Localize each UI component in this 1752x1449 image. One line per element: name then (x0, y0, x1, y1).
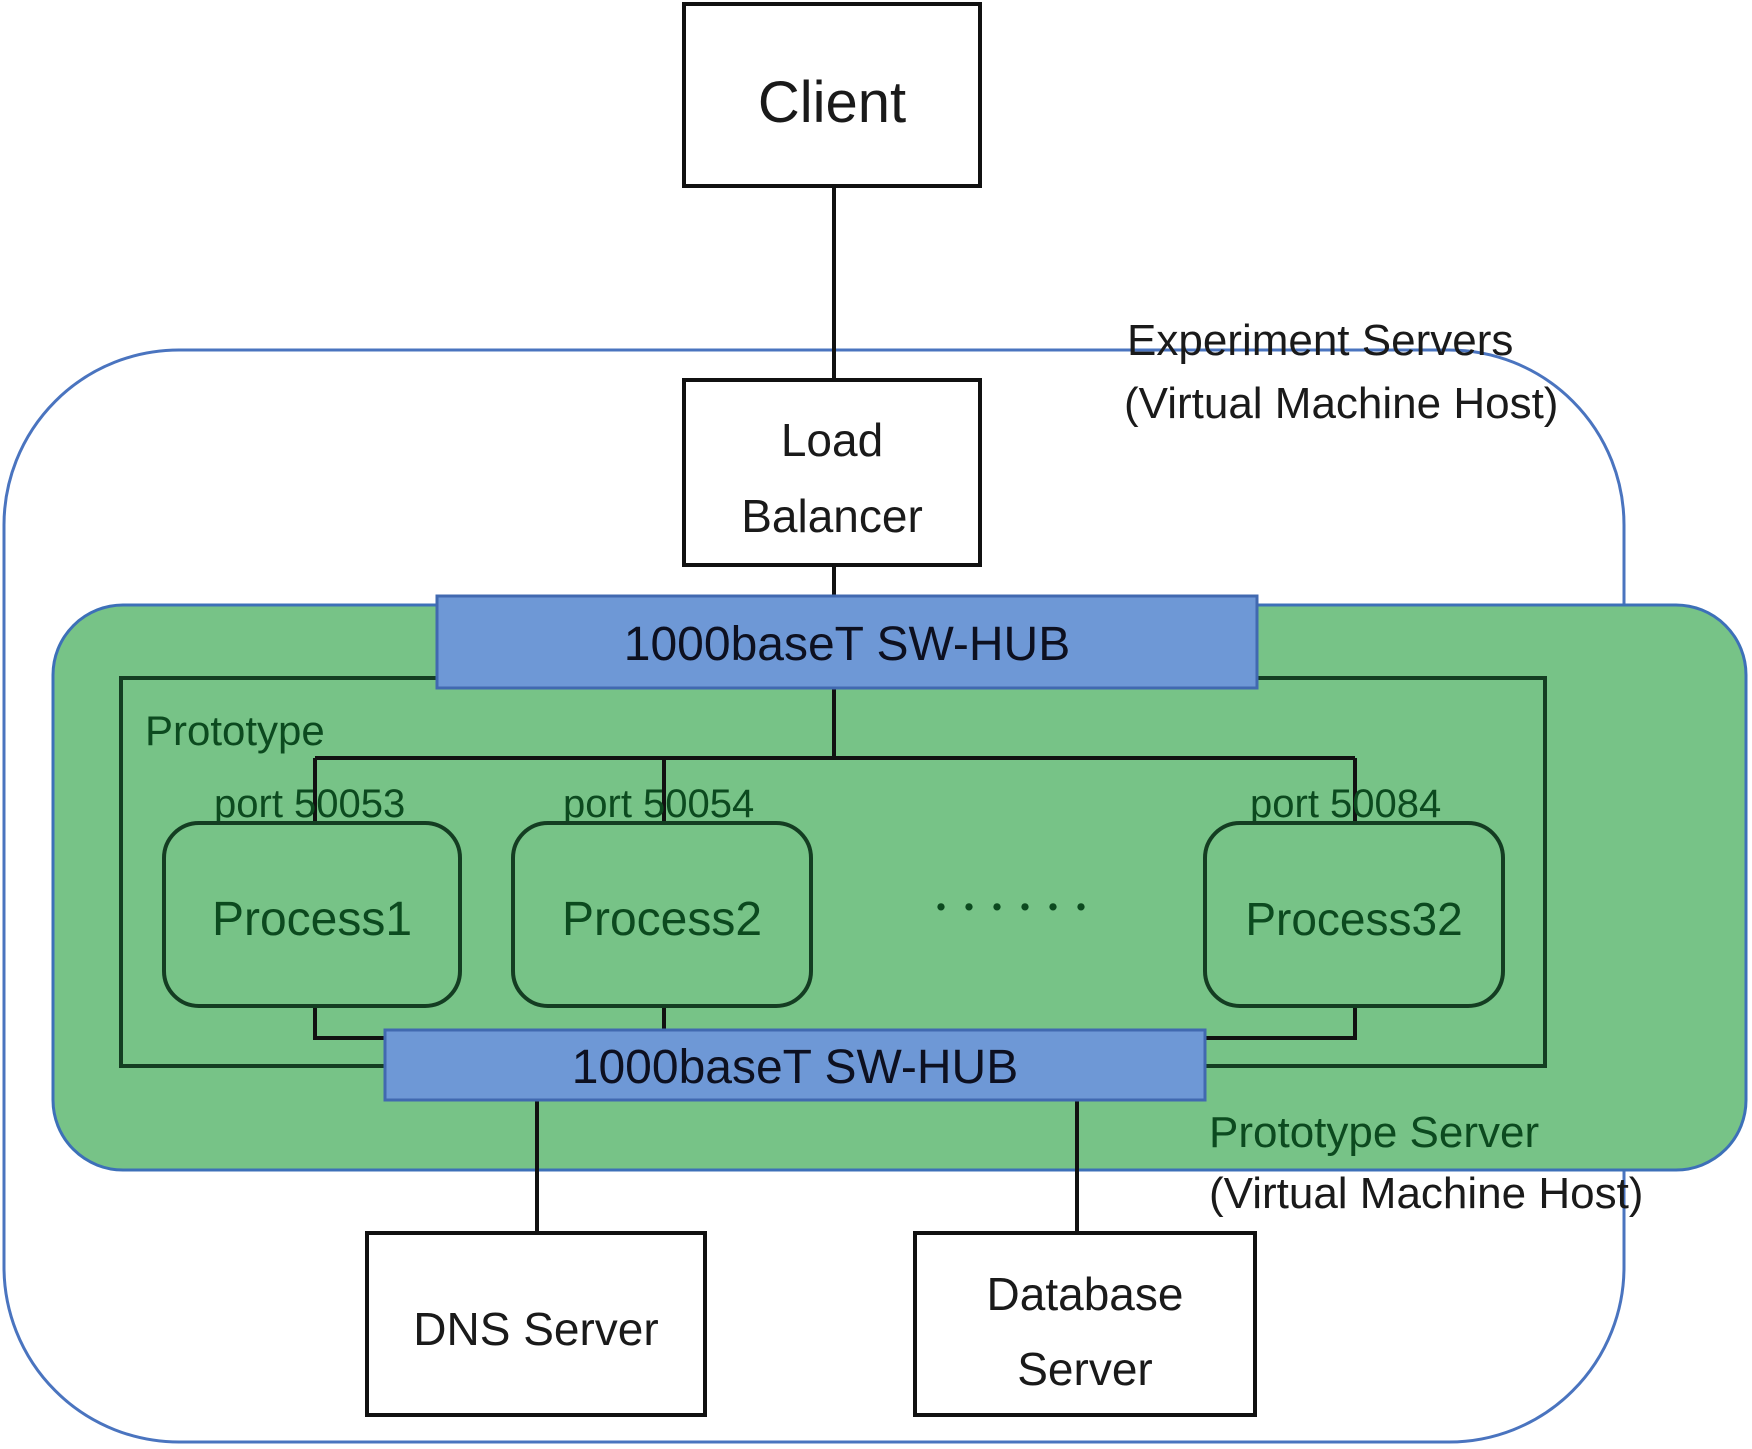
prototype-server-label-line2: (Virtual Machine Host) (1209, 1169, 1643, 1218)
client-label: Client (758, 70, 906, 135)
sw-hub-bottom: 1000baseT SW-HUB (383, 1028, 1207, 1102)
process2-label: Process2 (562, 893, 762, 946)
sw-hub-top: 1000baseT SW-HUB (435, 594, 1259, 690)
database-server-label-line2: Server (1017, 1343, 1152, 1395)
database-server-node: Database Server (913, 1231, 1257, 1417)
load-balancer-node: Load Balancer (682, 378, 982, 567)
connector-lines (313, 186, 1357, 1233)
prototype-label: Prototype (145, 707, 325, 754)
client-node: Client (682, 2, 982, 188)
prototype-server-label-line1: Prototype Server (1209, 1108, 1539, 1157)
process2-node: Process2 (511, 821, 813, 1008)
link-process1-hub (313, 1006, 385, 1040)
process1-node: Process1 (162, 821, 462, 1008)
process2-port-label: port 50054 (563, 782, 754, 826)
database-server-label-line1: Database (987, 1268, 1184, 1320)
experiment-servers-label-line1: Experiment Servers (1127, 316, 1513, 365)
experiment-servers-label-line2: (Virtual Machine Host) (1124, 379, 1558, 428)
process1-port-label: port 50053 (214, 782, 405, 826)
process32-label: Process32 (1245, 893, 1462, 945)
sw-hub-top-label: 1000baseT SW-HUB (624, 618, 1070, 671)
dns-server-label: DNS Server (413, 1303, 658, 1355)
load-balancer-label-line1: Load (781, 414, 883, 466)
process-ellipsis: ・・・・・・ (924, 890, 1092, 928)
sw-hub-bottom-label: 1000baseT SW-HUB (572, 1041, 1018, 1094)
process32-node: Process32 (1203, 821, 1505, 1008)
dns-server-node: DNS Server (365, 1231, 707, 1417)
process32-port-label: port 50084 (1250, 782, 1441, 826)
load-balancer-label-line2: Balancer (741, 490, 923, 542)
link-process32-hub (1205, 1006, 1357, 1040)
process1-label: Process1 (212, 893, 412, 946)
